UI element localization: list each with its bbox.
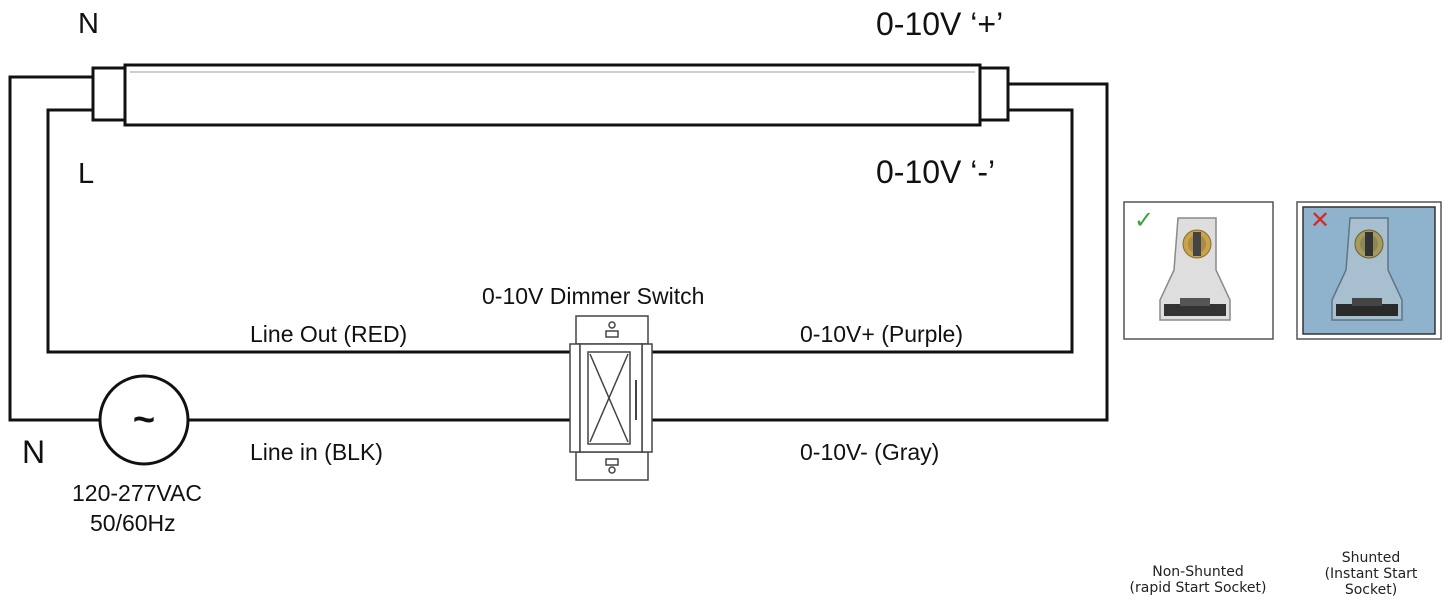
shunted-socket-panel: ✕ — [1296, 201, 1442, 340]
purple-wire-label: 0-10V+ (Purple) — [800, 321, 963, 347]
ac-source-symbol: ~ — [98, 374, 190, 466]
frequency-label: 50/60Hz — [90, 510, 176, 536]
dimmer-bottom-screw — [608, 466, 616, 474]
wires — [8, 75, 1109, 422]
dim-plus-label: 0-10V ‘+’ — [876, 6, 1003, 42]
dimmer-top-ear — [575, 315, 649, 345]
ac-source-circle — [98, 374, 190, 466]
socket-holder-image-left — [1159, 217, 1231, 321]
non-shunted-caption: Non-Shunted (rapid Start Socket) — [1129, 564, 1267, 596]
dimmer-top-slot — [605, 330, 619, 338]
dimmer-top-screw — [608, 321, 616, 329]
non-shunted-socket-panel: ✓ — [1123, 201, 1274, 340]
wire-gray — [652, 82, 1109, 422]
wire-outer-loop — [8, 75, 100, 422]
line-out-label: Line Out (RED) — [250, 321, 407, 347]
x-mark-icon: ✕ — [1310, 206, 1330, 234]
dimmer-switch — [569, 315, 653, 481]
neutral-label-top: N — [78, 8, 99, 40]
check-mark-icon: ✓ — [1134, 206, 1154, 234]
tube-left-end-cap — [91, 66, 127, 122]
tube-body — [123, 63, 982, 127]
socket-holder-image-right — [1331, 217, 1403, 321]
line-in-label: Line in (BLK) — [250, 439, 383, 465]
dim-minus-label: 0-10V ‘-’ — [876, 154, 995, 190]
dimmer-cross-b — [589, 353, 629, 443]
dimmer-side-right — [641, 343, 653, 453]
ac-tilde-symbol: ~ — [133, 399, 155, 441]
fluorescent-tube — [91, 63, 1010, 127]
dimmer-title: 0-10V Dimmer Switch — [482, 283, 704, 309]
line-label-top: L — [78, 158, 94, 190]
dimmer-side-left — [569, 343, 581, 453]
wire-purple — [652, 108, 1074, 354]
dimmer-bottom-slot — [605, 458, 619, 466]
tube-right-end-cap — [978, 66, 1010, 122]
shunted-caption: Shunted (Instant Start Socket) — [1324, 550, 1418, 598]
dimmer-bottom-ear — [575, 451, 649, 481]
neutral-label-bottom: N — [22, 434, 45, 470]
gray-wire-label: 0-10V- (Gray) — [800, 439, 939, 465]
voltage-label: 120-277VAC — [72, 480, 202, 506]
wire-inner-loop — [46, 108, 570, 354]
